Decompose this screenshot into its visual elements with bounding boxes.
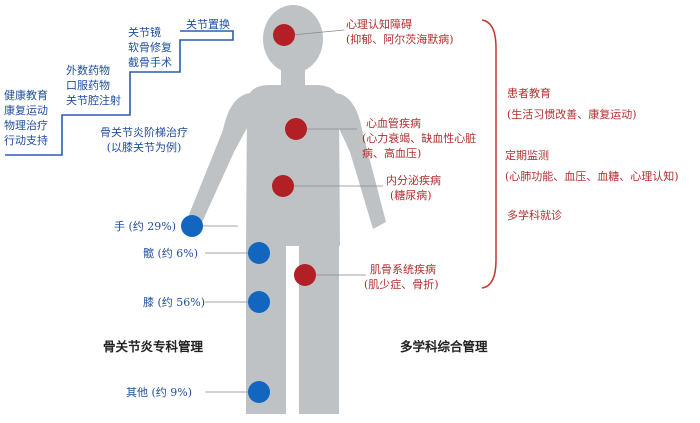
management-bracket (481, 19, 497, 289)
stair-step1-item: 康复运动 (4, 104, 48, 117)
management-item-education: 患者教育 (生活习惯改善、康复运动) (507, 86, 637, 122)
musculo-disease-label: 肌骨系统疾病 (肌少症、骨折) (364, 262, 439, 292)
stair-step3: 关节镜 软骨修复 截骨手术 (128, 25, 172, 70)
left-section-title: 骨关节炎专科管理 (103, 339, 204, 354)
cognitive-disease-label: 心理认知障碍 (抑郁、阿尔茨海默病) (346, 17, 454, 47)
musculo-disease-dot (294, 264, 316, 286)
staircase-caption-line1: 骨关节炎阶梯治疗 (100, 126, 188, 139)
stair-step4-item: 关节置换 (186, 18, 230, 31)
staircase-caption-line2: (以膝关节为例) (106, 141, 182, 154)
cardio-disease-detail2: 病、高血压) (362, 147, 422, 160)
figure-left-arm (186, 93, 250, 229)
management-item2-detail: (心肺功能、血压、血糖、心理认知) (505, 170, 679, 183)
cognitive-disease-dot (273, 24, 295, 46)
cardio-disease-dot (285, 118, 307, 140)
stair-step3-item: 截骨手术 (128, 56, 172, 69)
endocrine-disease-detail: (糖尿病) (390, 189, 432, 202)
musculo-disease-detail: (肌少症、骨折) (364, 278, 439, 291)
figure-neck (281, 66, 305, 86)
management-item1-detail: (生活习惯改善、康复运动) (507, 108, 637, 121)
stair-step1: 健康教育 康复运动 物理治疗 行动支持 (4, 88, 48, 148)
cognitive-disease-title: 心理认知障碍 (346, 18, 412, 31)
musculo-disease-title: 肌骨系统疾病 (370, 263, 436, 276)
hand-joint-dot (181, 215, 203, 237)
hip-joint-dot (248, 242, 270, 264)
figure-torso (246, 85, 340, 246)
hip-joint-label: 髋 (约 6%) (143, 247, 199, 260)
cardio-disease-detail1: (心力衰竭、缺血性心脏 (362, 132, 477, 145)
stair-step2-item: 口服药物 (66, 79, 110, 92)
endocrine-disease-dot (272, 175, 294, 197)
stair-step4: 关节置换 (186, 17, 230, 32)
cognitive-disease-detail: (抑郁、阿尔茨海默病) (346, 33, 454, 46)
other-joint-dot (248, 381, 270, 403)
other-joint-label: 其他 (约 9%) (126, 386, 193, 399)
management-item1-title: 患者教育 (507, 87, 551, 100)
stair-step3-item: 软骨修复 (128, 41, 172, 54)
right-section-title: 多学科综合管理 (400, 339, 488, 354)
cardio-disease-title: 心血管疾病 (366, 117, 421, 130)
hand-joint-label: 手 (约 29%) (114, 220, 177, 233)
knee-joint-label: 膝 (约 56%) (143, 296, 206, 309)
management-item-monitoring: 定期监测 (心肺功能、血压、血糖、心理认知) (505, 148, 679, 184)
stair-step2-item: 关节腔注射 (66, 94, 121, 107)
staircase-line (5, 30, 234, 156)
stair-step1-item: 物理治疗 (4, 119, 48, 132)
stair-step2: 外数药物 口服药物 关节腔注射 (66, 63, 121, 108)
stair-step1-item: 行动支持 (4, 134, 48, 147)
management-item-multidisciplinary: 多学科就诊 (507, 208, 562, 223)
endocrine-disease-label: 内分泌疾病 (糖尿病) (386, 173, 441, 203)
figure-right-arm (336, 93, 386, 229)
stair-step3-item: 关节镜 (128, 26, 161, 39)
cardio-disease-label: 心血管疾病 (心力衰竭、缺血性心脏 病、高血压) (362, 116, 476, 161)
knee-joint-dot (248, 291, 270, 313)
stair-step1-item: 健康教育 (4, 89, 48, 102)
staircase-caption: 骨关节炎阶梯治疗 (以膝关节为例) (100, 125, 188, 155)
management-item3-title: 多学科就诊 (507, 209, 562, 222)
endocrine-disease-title: 内分泌疾病 (386, 174, 441, 187)
management-item2-title: 定期监测 (505, 149, 549, 162)
human-figure (186, 5, 386, 414)
stair-step2-item: 外数药物 (66, 64, 110, 77)
